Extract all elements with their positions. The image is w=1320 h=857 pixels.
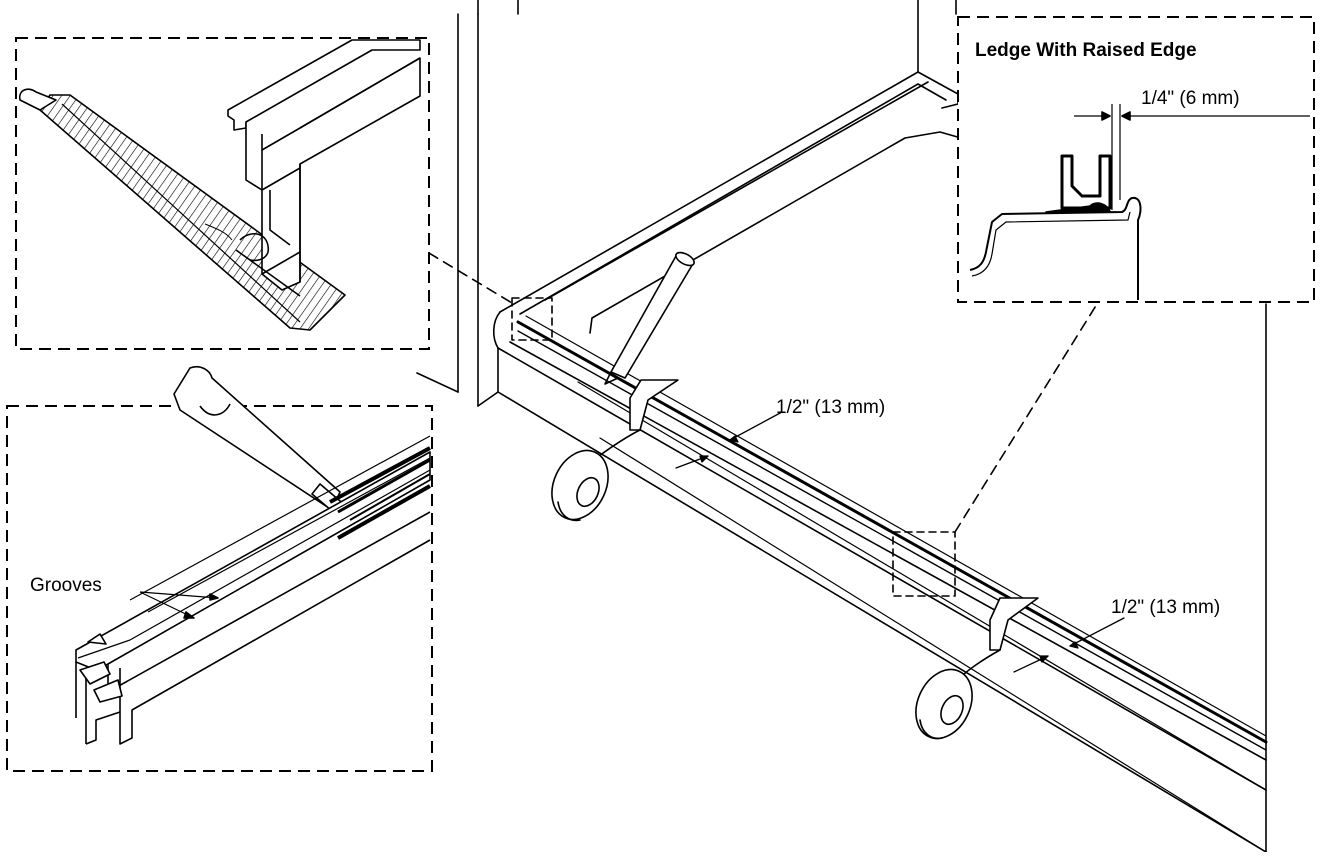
- upper-detail-marker: [511, 297, 553, 341]
- inset-frame: [15, 37, 430, 350]
- inset-profile-cutaway: [15, 37, 430, 350]
- upper-dimension-arrow: [675, 411, 783, 469]
- raised-edge-gap-label: 1/4" (6 mm): [1141, 88, 1240, 109]
- raised-edge-title: Ledge With Raised Edge: [975, 40, 1197, 61]
- grooves-leader-2: [139, 591, 219, 599]
- tape-roll-lower-icon: [915, 597, 1039, 740]
- upper-dimension-label: 1/2" (13 mm): [776, 397, 885, 418]
- tape-roll-upper-icon: [551, 379, 679, 522]
- upper-leader-line: [428, 252, 513, 304]
- grooves-label: Grooves: [30, 575, 102, 596]
- main-scene: [416, 0, 1268, 853]
- lower-leader-line: [954, 303, 1098, 533]
- track-lines: [516, 315, 1268, 751]
- inset-caulk-grooves: Grooves: [6, 365, 433, 772]
- lower-detail-marker: [892, 531, 956, 597]
- inset-frame: [957, 16, 1315, 303]
- pencil-icon: [604, 251, 695, 385]
- inset-raised-edge: Ledge With Raised Edge 1/4" (6 mm): [957, 16, 1315, 303]
- lower-dimension-label: 1/2" (13 mm): [1111, 597, 1220, 618]
- lower-dimension-arrow: [1013, 617, 1125, 673]
